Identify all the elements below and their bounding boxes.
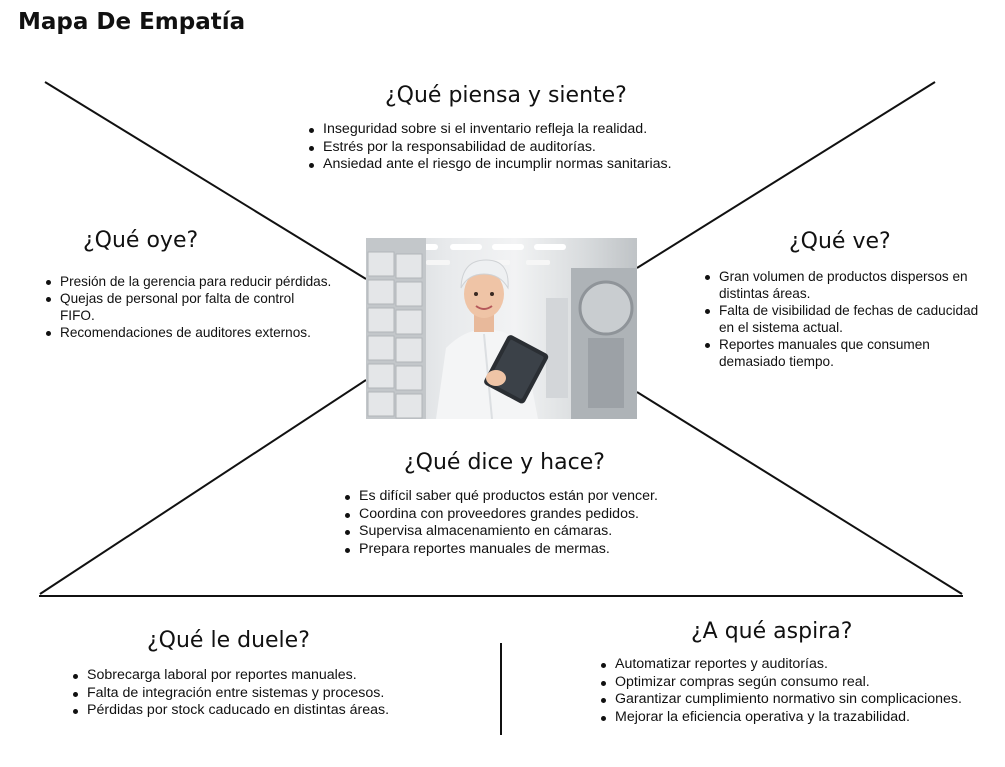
list-ve: Gran volumen de productos dispersos en d… (701, 268, 989, 370)
list-item: Coordina con proveedores grandes pedidos… (345, 506, 739, 524)
list-item: Sobrecarga laboral por reportes manuales… (73, 667, 507, 685)
list-oye: Presión de la gerencia para reducir pérd… (42, 273, 332, 341)
list-piensa: Inseguridad sobre si el inventario refle… (305, 121, 743, 174)
list-item: Mejorar la eficiencia operativa y la tra… (601, 709, 995, 727)
page-title: Mapa De Empatía (18, 9, 246, 35)
list-item: Garantizar cumplimiento normativo sin co… (601, 691, 995, 709)
list-item: Recomendaciones de auditores externos. (46, 324, 332, 341)
list-item: Presión de la gerencia para reducir pérd… (46, 274, 332, 289)
list-item: Gran volumen de productos dispersos en d… (705, 268, 989, 302)
list-item: Falta de visibilidad de fechas de caduci… (705, 302, 989, 336)
section-heading-ve: ¿Qué ve? (789, 229, 891, 254)
list-dice: Es difícil saber qué productos están por… (341, 488, 739, 558)
persona-photo (366, 238, 637, 419)
section-heading-duele: ¿Qué le duele? (147, 628, 310, 653)
list-aspira: Automatizar reportes y auditorías. Optim… (597, 656, 995, 726)
diagonal-bottom-right (636, 391, 963, 595)
section-heading-piensa: ¿Qué piensa y siente? (385, 83, 627, 108)
list-item: Prepara reportes manuales de mermas. (345, 541, 739, 559)
list-item: Quejas de personal por falta de control … (46, 290, 332, 324)
food-worker-illustration (366, 238, 637, 419)
list-item: Optimizar compras según consumo real. (601, 674, 995, 692)
list-duele: Sobrecarga laboral por reportes manuales… (69, 667, 507, 720)
list-item: Ansiedad ante el riesgo de incumplir nor… (309, 156, 743, 174)
section-heading-oye: ¿Qué oye? (83, 228, 199, 253)
list-item: Inseguridad sobre si el inventario refle… (309, 121, 743, 139)
diagonal-top-right (636, 81, 936, 269)
list-item: Es difícil saber qué productos están por… (345, 488, 739, 506)
section-heading-dice: ¿Qué dice y hace? (404, 450, 605, 475)
list-item: Reportes manuales que consumen demasiado… (705, 336, 989, 370)
list-item: Automatizar reportes y auditorías. (601, 656, 995, 674)
diagonal-bottom-left (39, 379, 367, 595)
section-heading-aspira: ¿A qué aspira? (691, 619, 853, 644)
list-item: Falta de integración entre sistemas y pr… (73, 685, 507, 703)
diagonal-top-left (44, 81, 367, 280)
list-item: Pérdidas por stock caducado en distintas… (73, 702, 507, 720)
list-item: Estrés por la responsabilidad de auditor… (309, 139, 743, 157)
list-item: Supervisa almacenamiento en cámaras. (345, 523, 739, 541)
